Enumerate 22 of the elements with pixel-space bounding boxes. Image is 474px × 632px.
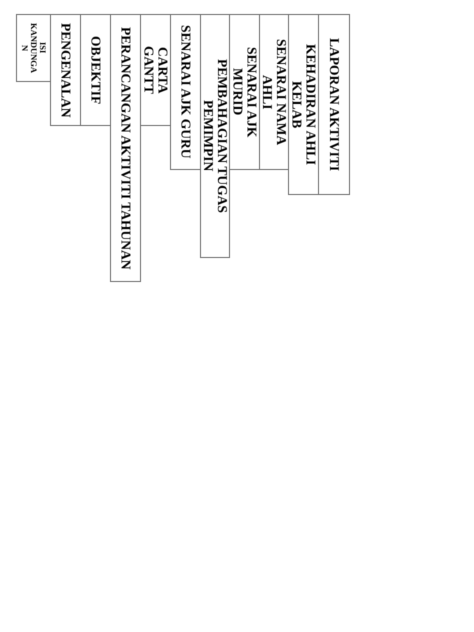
divider-tab: [16, 14, 51, 82]
divider-tab: [140, 14, 171, 126]
tab-label: SENARAI AJK MURID: [230, 46, 258, 140]
tab-label: OBJEKTIF: [88, 36, 102, 104]
tab-label: SENARAI AJK GURU: [178, 25, 192, 159]
tab-label: CARTA GANTT: [142, 44, 170, 96]
tab-label: SENARAI NAMA AHLI: [260, 38, 288, 148]
divider-tab: [229, 14, 260, 170]
divider-tab: [259, 14, 289, 170]
divider-tab: [318, 14, 350, 195]
tab-label: KEHADIRAN AHLI KELAB: [290, 42, 318, 168]
divider-tab: [200, 14, 230, 258]
divider-tab: [110, 14, 141, 282]
tab-label: LAPORAN AKTIVITI: [327, 38, 341, 172]
tab-label: PEMBAHAGIAN TUGAS PEMIMPIN: [201, 58, 229, 215]
divider-tab: [288, 14, 319, 195]
tab-label: ISI KANDUNGAN: [20, 22, 47, 74]
divider-tab: [50, 14, 81, 126]
tab-label: PERANCANGAN AKTIVITI TAHUNAN: [118, 26, 132, 270]
divider-tab: [170, 14, 201, 170]
tab-label: PENGENALAN: [58, 22, 72, 118]
divider-tab: [80, 14, 111, 126]
